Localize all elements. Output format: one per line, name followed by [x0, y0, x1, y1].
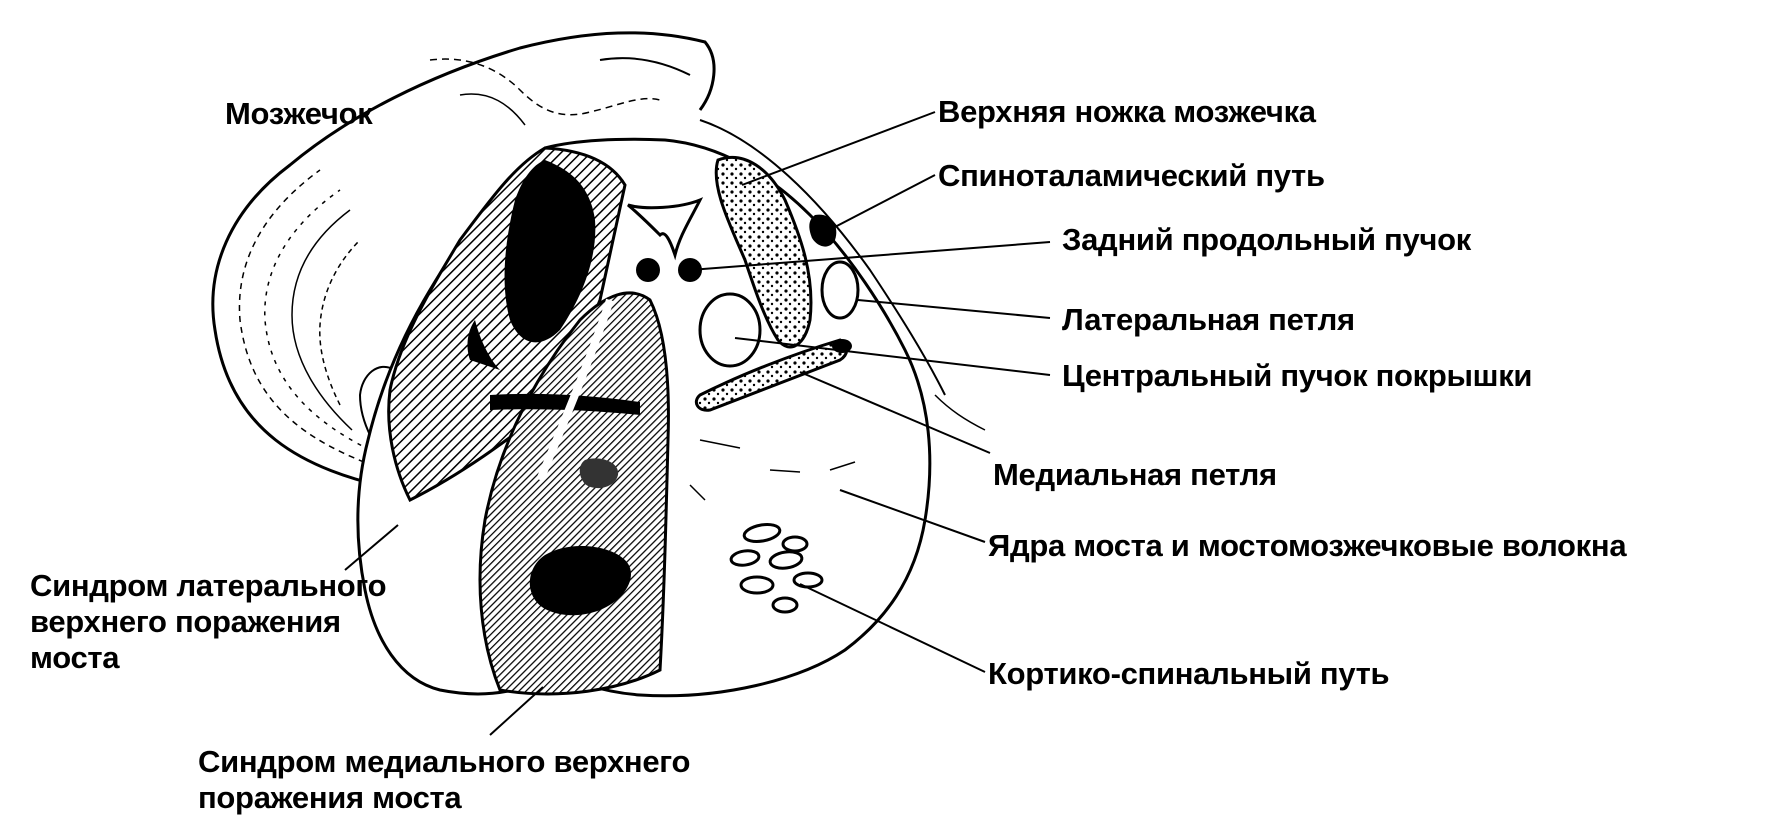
- pons-right-border: [699, 119, 946, 396]
- lateral-syndrome-line-1: Синдром латерального: [30, 568, 387, 603]
- label-spinothalamic-tract: Спиноталамический путь: [938, 158, 1325, 193]
- label-superior-cerebellar-peduncle: Верхняя ножка мозжечка: [938, 94, 1316, 129]
- medial-syndrome-line-2: поражения моста: [198, 780, 462, 815]
- medial-syndrome-line-1: Синдром медиального верхнего: [198, 744, 691, 779]
- lateral-syndrome-line-2: верхнего поражения: [30, 604, 341, 639]
- superior-cerebellar-peduncle-right: [714, 155, 813, 349]
- medial-lemniscus-band: [694, 338, 849, 412]
- dark-spot-left: [467, 320, 500, 370]
- pontine-nuclei-ovals: [729, 523, 824, 614]
- medial-dark-spot: [579, 458, 619, 489]
- basilar-strokes: [689, 439, 856, 501]
- label-pontine-nuclei: Ядра моста и мостомозжечковые волокна: [988, 528, 1627, 563]
- label-cerebellum: Мозжечок: [225, 96, 373, 131]
- corticospinal-dark-blob: [529, 545, 631, 616]
- label-lateral-superior-pontine-syndrome: Синдром латерального верхнего поражения …: [30, 568, 387, 676]
- label-central-tegmental-tract: Центральный пучок покрышки: [1062, 358, 1533, 393]
- lateral-syndrome-line-3: моста: [30, 640, 120, 675]
- label-medial-superior-pontine-syndrome: Синдром медиального верхнего поражения м…: [198, 744, 690, 816]
- label-lateral-lemniscus: Латеральная петля: [1062, 302, 1355, 337]
- lesion-separator: [536, 298, 614, 482]
- dark-peduncle-zone: [504, 160, 596, 343]
- dark-bar: [490, 393, 640, 415]
- label-medial-longitudinal-fasciculus: Задний продольный пучок: [1062, 222, 1471, 257]
- leader-lines: [344, 111, 1051, 736]
- pons-margin-line: [934, 394, 986, 431]
- lateral-lemniscus-oval: [820, 260, 860, 320]
- spinothalamic-spot: [809, 214, 837, 247]
- label-medial-lemniscus: Медиальная петля: [993, 457, 1277, 492]
- fourth-ventricle: [627, 197, 704, 261]
- central-tegmental-oval: [698, 292, 762, 368]
- label-corticospinal-tract: Кортико-спинальный путь: [988, 656, 1390, 691]
- mlf-dot-left: [636, 258, 660, 282]
